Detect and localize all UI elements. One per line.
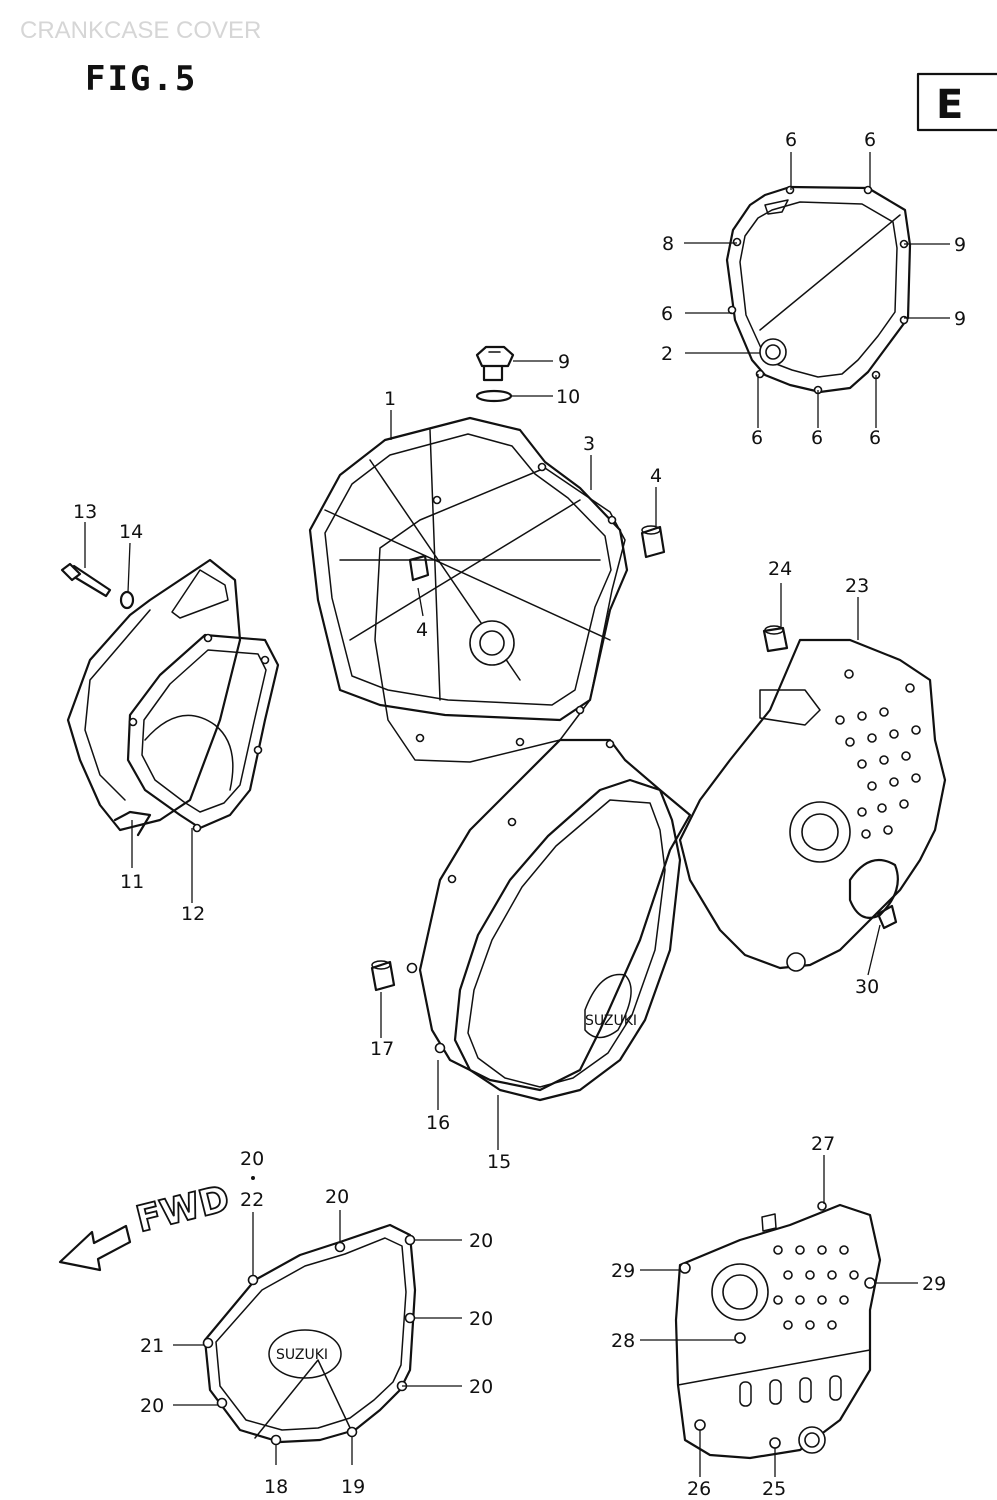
callout-13: 13 <box>73 501 97 523</box>
forward-direction-label: FWD <box>132 1178 233 1241</box>
callout-26: 26 <box>687 1478 711 1500</box>
oil-filler-plug <box>475 345 515 382</box>
callout-20: 20 <box>140 1395 164 1417</box>
callout-22: 22 <box>240 1189 264 1211</box>
callout-6: 6 <box>661 303 673 325</box>
callout-9: 9 <box>954 308 966 330</box>
sprocket-cover <box>678 638 947 972</box>
callout-2: 2 <box>661 343 673 365</box>
callout-24: 24 <box>768 558 792 580</box>
callout-20: 20 <box>469 1308 493 1330</box>
magneto-cover: SUZUKI <box>202 1223 417 1446</box>
callout-6: 6 <box>751 427 763 449</box>
callout-1: 1 <box>384 388 396 410</box>
section-badge-letter: E <box>936 82 963 128</box>
callout-3: 3 <box>583 433 595 455</box>
generator-cover-gasket <box>406 738 692 1092</box>
washer <box>119 590 135 610</box>
sprocket-cover-leaders <box>640 1155 918 1477</box>
callout-6: 6 <box>864 129 876 151</box>
dowel-pin-4 <box>640 525 666 559</box>
callout-28: 28 <box>611 1330 635 1352</box>
callout-10: 10 <box>556 386 580 408</box>
callout-20: 20 <box>469 1376 493 1398</box>
callout-8: 8 <box>662 233 674 255</box>
callout-9: 9 <box>954 234 966 256</box>
generator-cover: SUZUKI <box>453 778 682 1102</box>
callout-30: 30 <box>855 976 879 998</box>
callout-29: 29 <box>611 1260 635 1282</box>
callout-27: 27 <box>811 1133 835 1155</box>
callout-25: 25 <box>762 1478 786 1500</box>
callout-23: 23 <box>845 575 869 597</box>
callout-9: 9 <box>558 351 570 373</box>
clutch-cover <box>308 416 629 722</box>
gasket-leaders <box>684 152 950 428</box>
callout-6: 6 <box>869 427 881 449</box>
o-ring <box>475 389 513 403</box>
callout-11: 11 <box>120 871 144 893</box>
callout-20: 20 <box>325 1186 349 1208</box>
forward-direction-arrow: FWD <box>58 1177 234 1272</box>
section-title: CRANKCASE COVER <box>20 17 261 44</box>
starter-cover-bolt <box>60 562 112 598</box>
callout-20: 20 <box>240 1148 264 1170</box>
callout-29: 29 <box>922 1273 946 1295</box>
callout-4: 4 <box>650 465 662 487</box>
section-badge: E <box>916 72 997 132</box>
callout-18: 18 <box>264 1476 288 1498</box>
callout-12: 12 <box>181 903 205 925</box>
figure-label: FIG.5 <box>85 59 197 99</box>
callout-14: 14 <box>119 521 143 543</box>
dowel-pin-24 <box>762 625 789 653</box>
callout-15: 15 <box>487 1151 511 1173</box>
dowel-pin-17 <box>370 960 396 992</box>
clutch-cover-gasket-inner <box>374 462 626 763</box>
callout-16: 16 <box>426 1112 450 1134</box>
callout-labels: 1 2 3 4 4 6 6 6 6 6 6 8 9 9 9 10 11 12 1… <box>73 129 966 1500</box>
callout-6: 6 <box>785 129 797 151</box>
callout-4: 4 <box>416 619 428 641</box>
clutch-cover-gasket <box>725 185 912 395</box>
starter-cover-gasket <box>126 633 280 833</box>
callout-separator-dot <box>251 1176 255 1180</box>
brand-mark-generator-cover: SUZUKI <box>585 1013 637 1029</box>
oil-seal-30 <box>876 904 898 930</box>
callout-21: 21 <box>140 1335 164 1357</box>
callout-19: 19 <box>341 1476 365 1498</box>
magneto-cover-leaders <box>173 1210 462 1465</box>
callout-17: 17 <box>370 1038 394 1060</box>
callout-6: 6 <box>811 427 823 449</box>
engine-sprocket-cover <box>674 1201 882 1460</box>
callout-20: 20 <box>469 1230 493 1252</box>
brand-mark-magneto-cover: SUZUKI <box>276 1347 328 1363</box>
starter-cover <box>66 558 242 837</box>
